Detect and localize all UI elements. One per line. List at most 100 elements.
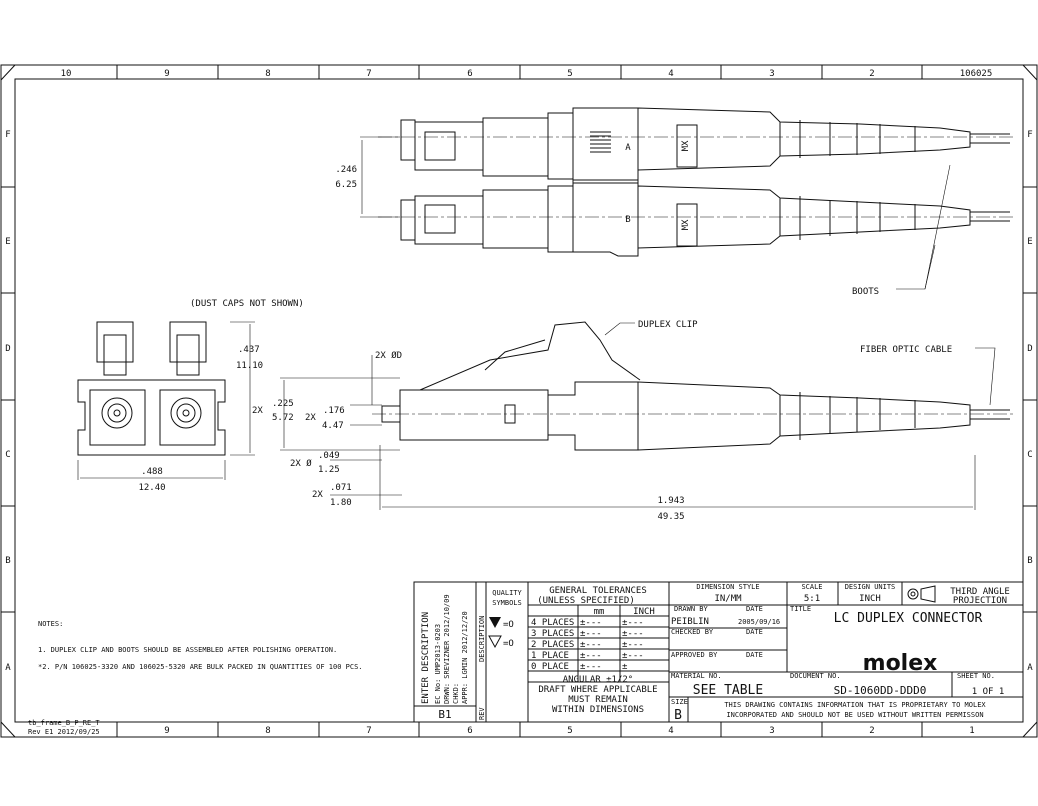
zone-row-label: D (5, 344, 10, 354)
corner-mark (1022, 721, 1038, 738)
checked-date-label: DATE (746, 628, 763, 636)
tol-angular: ANGULAR ±1/2° (563, 675, 633, 685)
dim-style-value: IN/MM (714, 594, 742, 604)
dim-bore-in: .049 (318, 451, 340, 461)
zone-col-label: 3 (769, 726, 774, 736)
drawn-by-value: PEIBLIN (671, 617, 709, 627)
size-value: B (674, 708, 682, 723)
zone-col-label: 4 (668, 726, 673, 736)
design-units-label: DESIGN UNITS (845, 583, 896, 591)
tol-col-mm: mm (594, 607, 605, 617)
end-view (77, 321, 255, 480)
dim-width-mm: 12.40 (138, 483, 165, 493)
drawn-date-label: DATE (746, 605, 763, 613)
zone-row-label: A (1027, 663, 1033, 673)
tol-row-inch: ±--- (622, 629, 644, 639)
zone-col-label: 2 (869, 726, 874, 736)
zone-col-label: 3 (769, 69, 774, 79)
note-1: 1. DUPLEX CLIP AND BOOTS SHOULD BE ASSEM… (38, 646, 337, 654)
tol-row-label: 2 PLACES (531, 640, 574, 650)
description-label: DESCRIPTION (478, 616, 486, 662)
rev-ec: EC No: UMP2013-0203 (434, 624, 442, 704)
notes-title: NOTES: (38, 620, 63, 628)
side-view (280, 321, 1015, 510)
material-value: SEE TABLE (693, 683, 763, 698)
zone-col-label: 7 (366, 726, 371, 736)
size-label: SIZE (671, 698, 688, 706)
tol-draft-2: MUST REMAIN (568, 695, 628, 705)
frame-info-2: Rev E1 2012/09/25 (28, 728, 100, 736)
sheet-label: SHEET NO. (957, 672, 995, 680)
dim-height-mm: 11.10 (236, 361, 263, 371)
zone-col-label: 8 (265, 726, 270, 736)
dim-sleeve-in: .176 (323, 406, 345, 416)
proprietary-line-2: INCORPORATED AND SHOULD NOT BE USED WITH… (726, 711, 983, 719)
sheet-value: 1 OF 1 (972, 687, 1005, 697)
dim-ferrule-in: .225 (272, 399, 294, 409)
zone-col-label: 1 (969, 726, 974, 736)
zone-column-ticks (116, 65, 923, 737)
zone-row-label: B (5, 556, 10, 566)
zone-row-label: C (5, 450, 10, 460)
zone-col-label: 5 (567, 69, 572, 79)
zone-col-label: 8 (265, 69, 270, 79)
title-block-frame (413, 581, 1024, 723)
dim-height-in: .437 (238, 345, 260, 355)
dim-style-label: DIMENSION STYLE (696, 583, 759, 591)
note-2: *2. P/N 106025-3320 AND 106025-5320 ARE … (38, 663, 363, 671)
dim-pitch-in: .246 (335, 165, 357, 175)
document-number: SD-1060DD-DDD0 (834, 684, 927, 697)
dim-length-in: 1.943 (657, 496, 684, 506)
tol-row-label: 1 PLACE (531, 651, 569, 661)
zone-row-label: F (1027, 130, 1032, 140)
tol-row-mm: ±--- (580, 640, 602, 650)
dim-pitch-mm: 6.25 (335, 180, 357, 190)
zone-row-ticks (1, 186, 1037, 613)
design-units-value: INCH (859, 594, 881, 604)
scale-value: 5:1 (804, 594, 820, 604)
rev-approved: APPR: LGMIN 2012/12/20 (461, 611, 469, 704)
zone-row-label: E (1027, 237, 1032, 247)
zone-col-label: 6 (467, 69, 472, 79)
rev-drawn: DRWN: SREVIZNER 2012/10/09 (443, 594, 451, 704)
dim-ferrule-2x: 2X (252, 406, 263, 416)
outer-frame (0, 64, 1038, 738)
zone-col-label: 9 (164, 726, 169, 736)
zone-col-label: 10 (61, 69, 72, 79)
mx-mark-a: MX (681, 140, 691, 151)
company-logo: molex (863, 651, 938, 676)
quality-subtitle: SYMBOLS (492, 599, 522, 607)
zone-col-label: 5 (567, 726, 572, 736)
tol-col-inch: INCH (633, 607, 655, 617)
dim-sleeve-2x: 2X (305, 413, 316, 423)
corner-mark (0, 721, 16, 738)
tol-row-mm: ±--- (580, 651, 602, 661)
drawn-by-label: DRAWN BY (674, 605, 709, 613)
tol-draft-1: DRAFT WHERE APPLICABLE (538, 685, 657, 695)
dim-length-mm: 49.35 (657, 512, 684, 522)
tolerances-title: GENERAL TOLERANCES (549, 586, 647, 596)
fiber-cable-callout: FIBER OPTIC CABLE (860, 345, 952, 355)
zone-col-label: 4 (668, 69, 673, 79)
rev-header: ENTER DESCRIPTION (421, 612, 431, 704)
drawing-number: 106025 (960, 69, 993, 79)
duplex-clip-callout: DUPLEX CLIP (638, 320, 698, 330)
frame-info-1: tb_frame_B_P_RE_T (28, 719, 100, 727)
tol-row-mm: ±--- (580, 662, 602, 672)
zone-col-label: 9 (164, 69, 169, 79)
drawn-date-value: 2005/09/16 (738, 618, 780, 626)
zone-col-label: 2 (869, 69, 874, 79)
zone-col-label: 6 (467, 726, 472, 736)
quality-symbol-2-icon (488, 635, 502, 649)
tol-row-inch: ± (622, 662, 628, 672)
rev-checked: CHKD: (452, 683, 460, 704)
projection-line-2: PROJECTION (953, 596, 1007, 606)
tol-row-inch: ±--- (622, 651, 644, 661)
zone-row-label: A (5, 663, 11, 673)
rev-label: REV (478, 707, 486, 720)
tol-row-label: 0 PLACE (531, 662, 569, 672)
approved-by-label: APPROVED BY (671, 651, 718, 659)
quality-title: QUALITY (492, 589, 522, 597)
tol-row-label: 3 PLACES (531, 629, 574, 639)
